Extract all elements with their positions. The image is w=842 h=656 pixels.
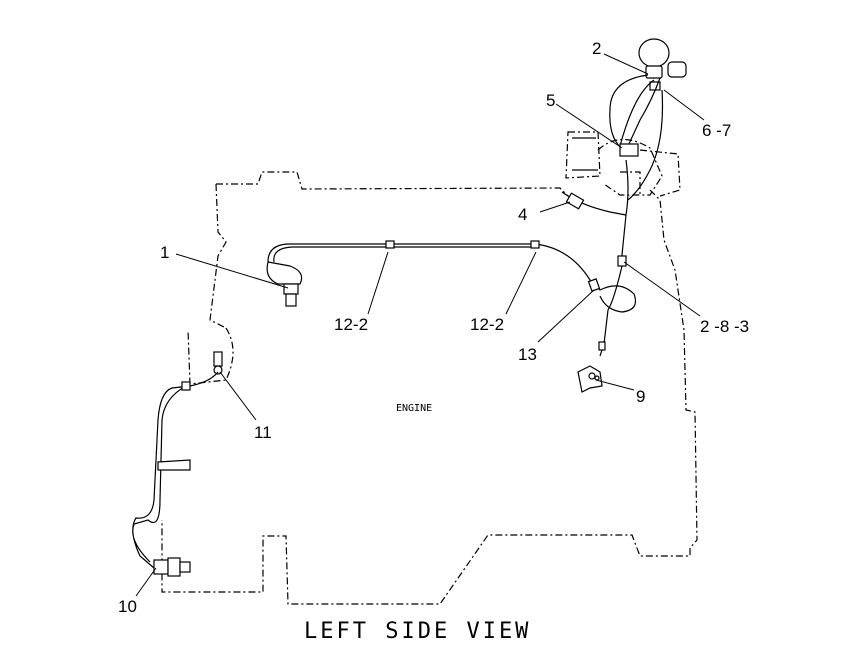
callout-12-2-b: 12-2 [470, 315, 504, 334]
callout-2-8-3: 2 -8 -3 [700, 317, 749, 336]
connector-9-clip [598, 341, 606, 351]
harness-left [132, 371, 219, 569]
sensor-9 [577, 365, 603, 393]
callout-2: 2 [592, 39, 601, 58]
connector-4 [565, 192, 585, 210]
callout-5: 5 [546, 91, 555, 110]
clip-12-2-b [530, 240, 540, 249]
clip-12-2-a [385, 240, 395, 249]
engine-label: ENGINE [396, 403, 432, 414]
callout-12-2-a: 12-2 [334, 315, 368, 334]
callout-9: 9 [636, 387, 645, 406]
harness-to-sensor-9 [599, 265, 623, 357]
connector-2-8-3 [617, 255, 627, 267]
harness-right [561, 159, 629, 262]
harness-main-horizontal-lower [273, 246, 533, 263]
callout-10: 10 [118, 597, 137, 616]
callout-13: 13 [518, 345, 537, 364]
sensor-2 [638, 38, 687, 91]
sensor-11-area [187, 327, 234, 385]
sensor-1 [266, 261, 303, 307]
clip-left-upper [181, 381, 191, 391]
connector-5 [619, 143, 639, 157]
sensor-9-bolt-2 [594, 375, 600, 381]
harness-sensor-2 [609, 74, 664, 201]
leader-lines [135, 53, 705, 597]
sensor-9-bolt [588, 372, 596, 380]
view-title: LEFT SIDE VIEW [304, 619, 531, 644]
harness-main-horizontal [267, 243, 637, 313]
callout-6-7: 6 -7 [702, 121, 731, 140]
clip-13 [587, 278, 601, 292]
clip-left-mid [157, 459, 191, 471]
sensor-10 [153, 557, 191, 577]
callout-1: 1 [160, 243, 169, 262]
callout-11: 11 [254, 423, 272, 442]
engine-outline [161, 171, 698, 605]
callout-4: 4 [518, 205, 527, 224]
upper-engine-components [565, 131, 681, 197]
